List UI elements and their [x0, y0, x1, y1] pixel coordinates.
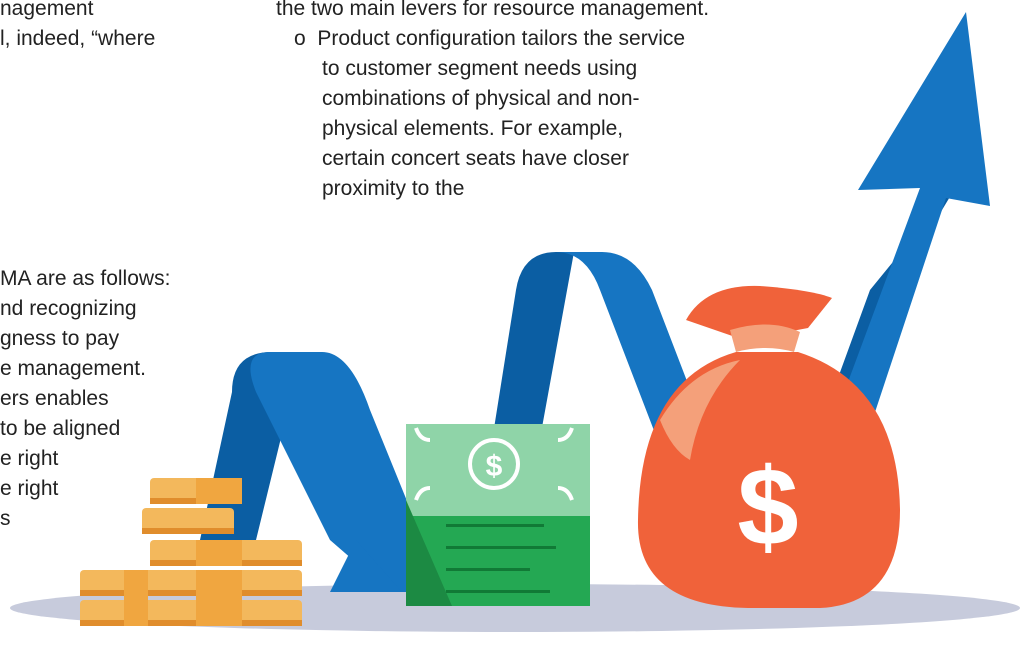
bullet-text-continuation: proximity to the [322, 177, 465, 200]
left-text-line [0, 84, 170, 114]
left-text-line: e management. [0, 357, 146, 380]
intro-line: the two main levers for resource managem… [276, 0, 710, 20]
left-text-line: gness to pay [0, 327, 120, 350]
left-text-line: e right [0, 477, 59, 500]
left-text-line [0, 234, 170, 264]
trend-ribbon [250, 252, 768, 592]
cash-dollar-sign: $ [486, 450, 503, 483]
left-text-line: nagement [0, 0, 94, 20]
left-text-line: ers enables [0, 387, 109, 410]
bag-dollar-sign: $ [737, 446, 798, 569]
growth-arrow-icon [760, 12, 990, 592]
left-text-line: l, indeed, “where [0, 27, 156, 50]
right-text-column: the two main levers for resource managem… [276, 0, 709, 204]
bullet-text: Product configuration tailors the servic… [317, 27, 686, 50]
left-text-line: nd recognizing [0, 297, 137, 320]
ground-shadow [10, 584, 1020, 632]
money-bag-icon: $ [637, 285, 900, 608]
left-text-line: s [0, 507, 11, 530]
bullet-text-continuation: physical elements. For example, [322, 117, 624, 140]
left-text-line: MA are as follows: [0, 267, 171, 290]
left-text-column: nagement l, indeed, “where MA are as fol… [0, 0, 170, 534]
left-text-line [0, 174, 170, 204]
bullet-marker: o [294, 27, 306, 50]
left-text-line [0, 54, 170, 84]
left-text-line [0, 144, 170, 174]
left-text-line: e right [0, 447, 59, 470]
trend-ribbon-shadow [200, 252, 860, 592]
left-text-line [0, 204, 170, 234]
left-text-line [0, 114, 170, 144]
cash-stack-icon: $ [406, 424, 590, 606]
bullet-text-continuation: certain concert seats have closer [322, 147, 629, 170]
bullet-item: o Product configuration tailors the serv… [276, 24, 709, 54]
left-text-line: to be aligned [0, 417, 121, 440]
bullet-text-continuation: combinations of physical and non- [322, 87, 640, 110]
bullet-text-continuation: to customer segment needs using [322, 57, 638, 80]
